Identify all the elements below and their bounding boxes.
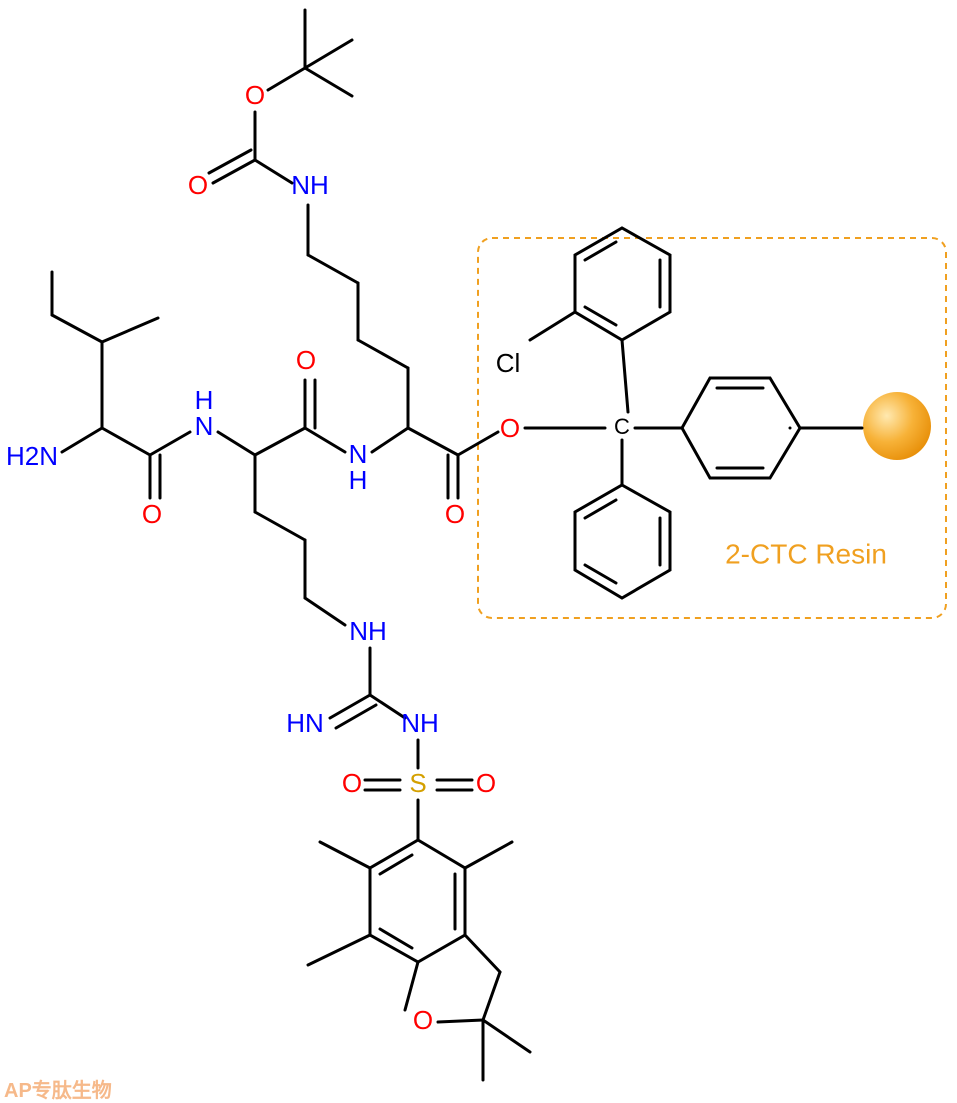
sulfur-label: S [409, 768, 426, 798]
amide-nh-2-h-label: H [349, 465, 368, 495]
lys-carbonyl-oxygen-label: O [445, 499, 465, 529]
amide-nh-1-h-label: H [195, 385, 214, 415]
resin-label: 2-CTC Resin [725, 538, 887, 569]
guanidine-nh-1-label: NH [349, 616, 387, 646]
chlorine-label: Cl [496, 348, 521, 378]
amide-nh-1-n-label: N [195, 411, 214, 441]
trityl-carbon-label: C [614, 414, 630, 439]
ile-carbonyl-oxygen-label: O [142, 499, 162, 529]
furan-oxygen-label: O [413, 1005, 433, 1035]
boc-ester-oxygen-label: O [245, 80, 265, 110]
amide-nh-2-n-label: N [349, 439, 368, 469]
watermark-logo: AP专肽生物 [4, 1080, 112, 1102]
resin-region-box [477, 237, 947, 619]
arg-carbonyl-oxygen-label: O [296, 345, 316, 375]
sulfonyl-oxygen-right-label: O [476, 768, 496, 798]
boc-carbonyl-oxygen-label: O [188, 170, 208, 200]
ester-oxygen-label: O [500, 413, 520, 443]
guanidine-nh-2-label: NH [401, 708, 439, 738]
boc-nh-label: NH [291, 170, 329, 200]
resin-bead [863, 392, 931, 460]
bond-network [50, 8, 864, 1082]
amine-label: H2N [6, 441, 58, 471]
sulfonyl-oxygen-left-label: O [342, 768, 362, 798]
guanidine-hn-label: HN [286, 708, 324, 738]
